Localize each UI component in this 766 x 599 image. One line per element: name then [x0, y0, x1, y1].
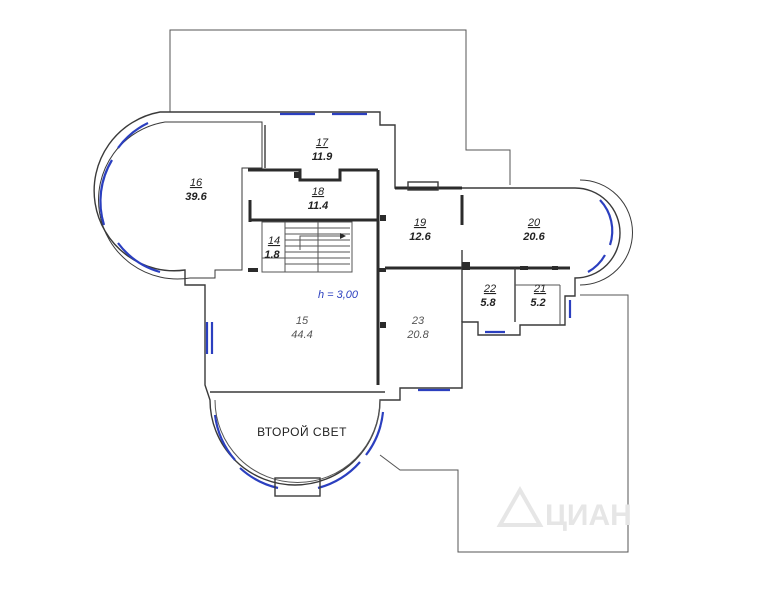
room-16-label: 16 39.6	[185, 177, 207, 203]
watermark-logo-icon	[496, 485, 544, 527]
watermark: ЦИАН	[496, 485, 632, 532]
room-14-number: 14	[268, 235, 280, 247]
room-16-area: 39.6	[185, 191, 207, 203]
wall-block-4	[380, 322, 386, 328]
second-light-label: ВТОРОЙ СВЕТ	[257, 424, 347, 439]
wall-block-3	[380, 215, 386, 221]
glazing-bottom-rotunda-4	[365, 411, 385, 456]
bay-window	[274, 477, 321, 497]
column-top	[407, 181, 439, 191]
room-22-label: 22 5.8	[480, 283, 496, 309]
building-outline	[93, 111, 621, 486]
room-20-number: 20	[527, 217, 541, 229]
glazing-left-rotunda-2	[99, 159, 113, 226]
glazing-bottom-rotunda-2	[239, 467, 279, 490]
room-23-area: 20.8	[406, 329, 429, 341]
room-16-number: 16	[190, 177, 203, 189]
room-18-label: 18 11.4	[308, 186, 329, 212]
wall-block-7	[520, 266, 528, 270]
glazing-right-rotunda-2	[587, 254, 606, 273]
room-15-label: 15 44.4	[291, 315, 312, 341]
room-18-number: 18	[312, 186, 325, 198]
room-14-label: 14 1.8	[264, 235, 280, 261]
stair-arrow-head	[340, 233, 346, 239]
room-20-label: 20 20.6	[522, 217, 545, 243]
void-arc	[214, 399, 381, 483]
wall-block-1	[248, 268, 258, 272]
room-23-number: 23	[411, 315, 425, 327]
ceiling-height-note: h = 3,00	[318, 289, 359, 301]
room-21-area: 5.2	[530, 297, 545, 309]
outer-round-right	[579, 179, 633, 286]
room-21-label: 21 5.2	[530, 283, 546, 309]
wall-block-2	[378, 268, 386, 272]
glazing-left-rotunda	[117, 122, 149, 149]
glazing-bottom-rotunda	[213, 414, 236, 461]
wall-block-5	[462, 262, 470, 270]
glazing-bottom-rotunda-3	[317, 461, 361, 490]
room-19-label: 19 12.6	[409, 217, 431, 243]
room-22-area: 5.8	[480, 297, 496, 309]
room-21-number: 21	[533, 283, 546, 295]
room-19-area: 12.6	[409, 231, 431, 243]
room-15-number: 15	[296, 315, 309, 327]
room-23-label: 23 20.8	[406, 315, 429, 341]
terrace-outline-top	[169, 29, 511, 185]
room-22-number: 22	[483, 283, 496, 295]
room-17-label: 17 11.9	[312, 137, 333, 163]
glazing-right-rotunda	[599, 199, 614, 246]
room-17-area: 11.9	[312, 151, 333, 163]
building-outline-inner	[98, 121, 263, 280]
room-15-area: 44.4	[291, 329, 312, 341]
room-17-number: 17	[316, 137, 329, 149]
room-19-number: 19	[414, 217, 426, 229]
terrace-outline-right	[379, 294, 629, 553]
wall-block-6	[294, 172, 300, 178]
glazing-left-rotunda-3	[117, 242, 161, 274]
stair-outline	[261, 221, 353, 273]
partition-17	[248, 168, 378, 182]
watermark-text: ЦИАН	[545, 499, 632, 532]
room-20-area: 20.6	[522, 231, 545, 243]
stair-arrow	[299, 235, 340, 250]
room-14-area: 1.8	[264, 249, 280, 261]
wall-block-8	[552, 266, 558, 270]
room-18-area: 11.4	[308, 200, 329, 212]
stair-treads	[262, 222, 350, 272]
